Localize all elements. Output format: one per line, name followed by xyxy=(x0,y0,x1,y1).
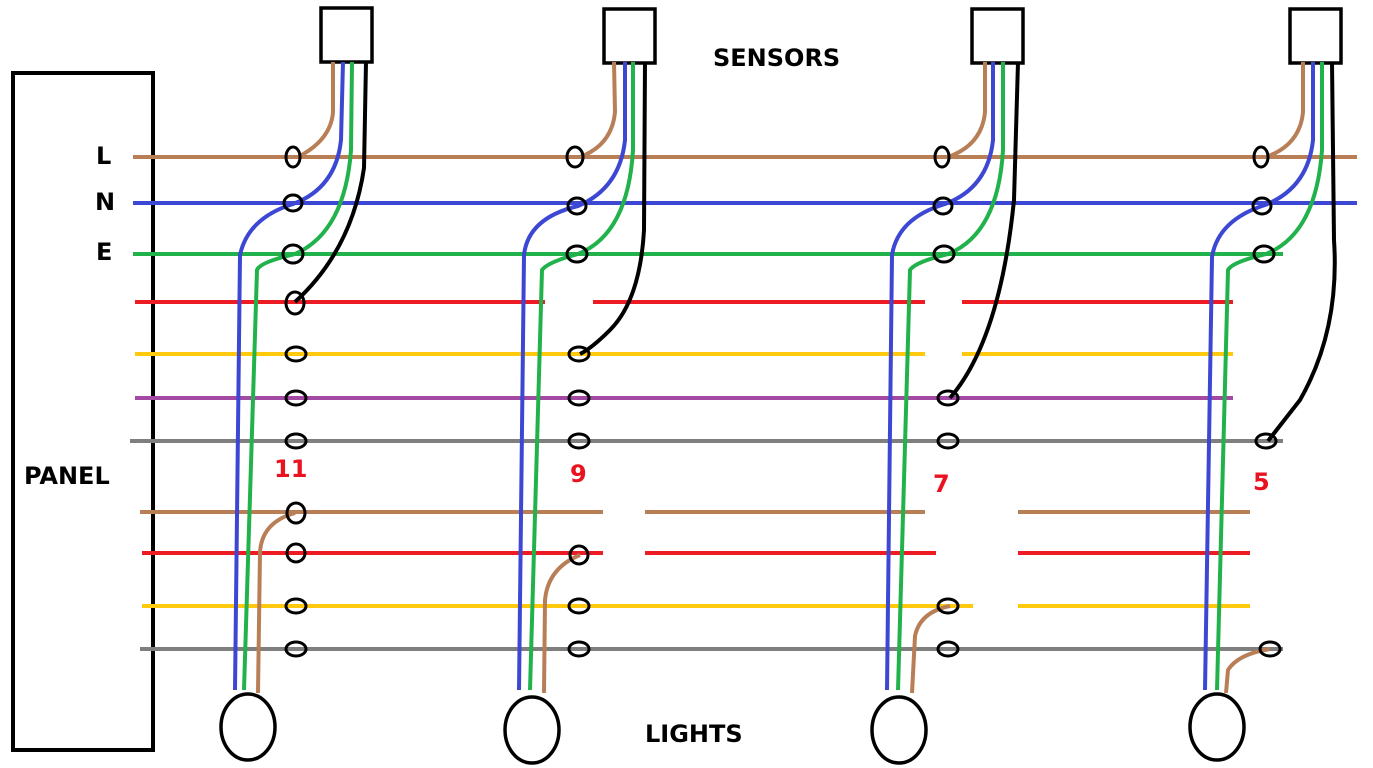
circuit-number-4: 5 xyxy=(1253,468,1270,496)
earth-label: E xyxy=(96,238,113,266)
sensor-box-2 xyxy=(602,7,657,65)
light-3 xyxy=(870,695,928,765)
light-fittings xyxy=(219,692,1246,765)
circuit-number-1: 11 xyxy=(274,455,308,483)
panel-label: PANEL xyxy=(24,462,110,490)
sensor-box-3 xyxy=(970,7,1025,65)
panel-box xyxy=(11,71,155,752)
sensors-label: SENSORS xyxy=(713,44,841,72)
sensor-box-4 xyxy=(1288,7,1343,65)
sensor-3-wiring xyxy=(885,61,1020,694)
circuit-number-3: 7 xyxy=(933,470,950,498)
light-switched-lines xyxy=(140,510,1283,651)
circuit-number-2: 9 xyxy=(570,460,587,488)
terminals xyxy=(281,145,1282,658)
light-1 xyxy=(219,692,277,762)
sensor-boxes xyxy=(319,6,1343,65)
neutral-label: N xyxy=(95,188,116,216)
lights-label: LIGHTS xyxy=(645,720,743,748)
light-4 xyxy=(1188,692,1246,762)
live-label: L xyxy=(96,142,112,170)
light-2 xyxy=(503,695,561,765)
sensor-signal-lines xyxy=(130,300,1283,443)
sensor-box-1 xyxy=(319,6,374,64)
